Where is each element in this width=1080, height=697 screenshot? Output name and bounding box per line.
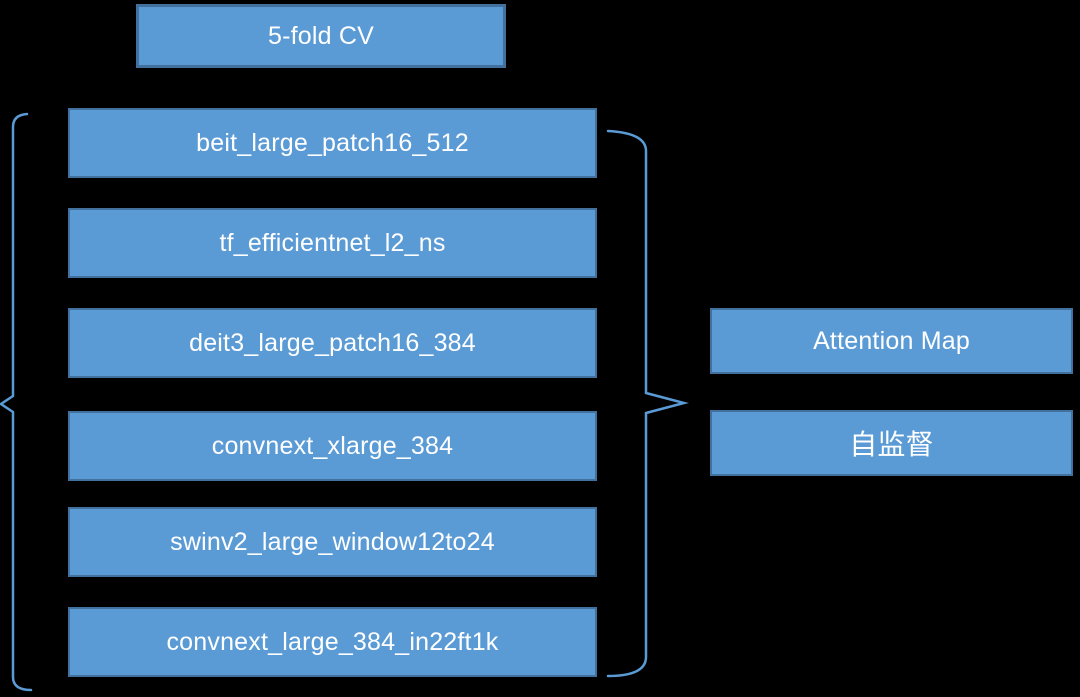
left-brace: [0, 112, 33, 692]
model-box-convnext-xlarge-384: convnext_xlarge_384: [68, 411, 597, 481]
model-box-swinv2-large-window12to24: swinv2_large_window12to24: [68, 507, 597, 577]
model-box-deit3-large-patch16-384: deit3_large_patch16_384: [68, 308, 597, 378]
right-brace: [606, 129, 689, 678]
model-box-beit-large-patch16-512: beit_large_patch16_512: [68, 108, 597, 178]
title-box-5fold-cv: 5-fold CV: [136, 4, 506, 68]
model-box-convnext-large-384-in22ft1k: convnext_large_384_in22ft1k: [68, 607, 597, 677]
result-box-attention-map: Attention Map: [710, 308, 1073, 374]
model-box-tf-efficientnet-l2-ns: tf_efficientnet_l2_ns: [68, 208, 597, 278]
result-box-self-supervised: 自监督: [710, 410, 1073, 476]
